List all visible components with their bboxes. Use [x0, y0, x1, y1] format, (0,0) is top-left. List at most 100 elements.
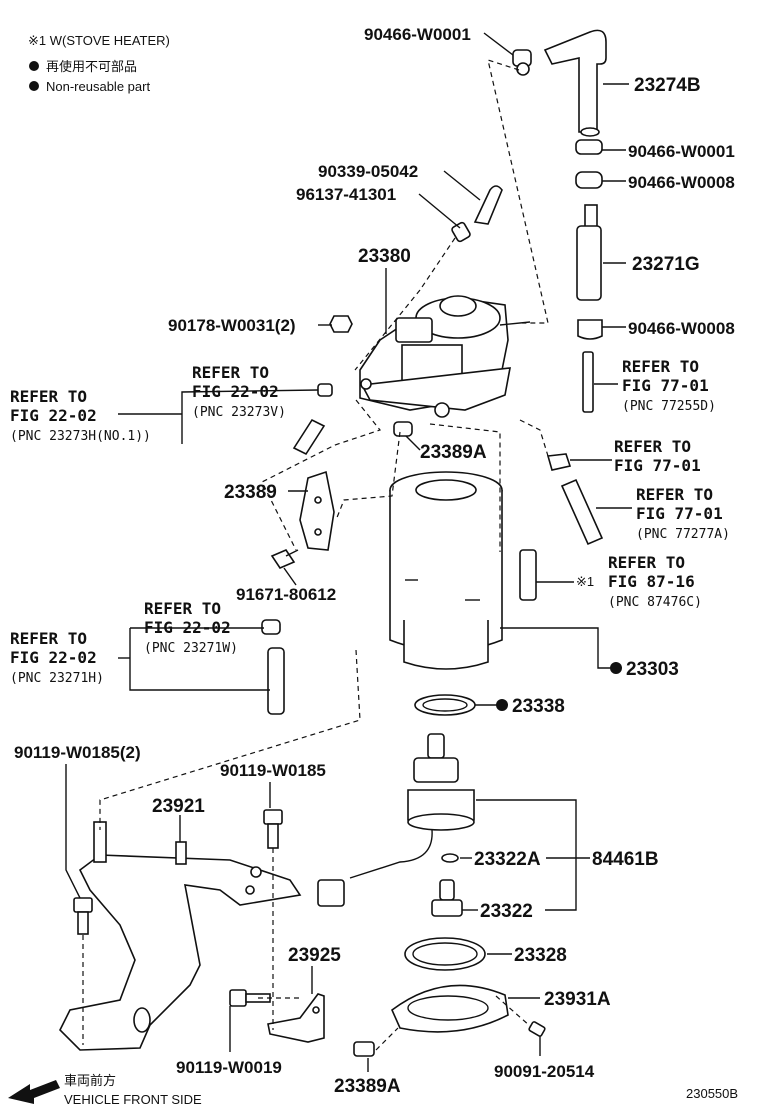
ref-87476c[interactable]: ※1 REFER TO FIG 87-16 (PNC 87476C)	[576, 553, 702, 610]
clamp-23271w[interactable]	[261, 619, 281, 635]
svg-text:FIG 22-02: FIG 22-02	[10, 648, 97, 667]
hose-77277a[interactable]	[560, 478, 604, 546]
ref-77277a[interactable]: REFER TO FIG 77-01 (PNC 77277A)	[636, 485, 730, 542]
fuel-filter-23303[interactable]	[389, 471, 503, 670]
vehicle-front-en: VEHICLE FRONT SIDE	[64, 1092, 202, 1107]
label-91671-80612[interactable]: 91671-80612	[236, 585, 336, 604]
clamp-90466-w0001-top[interactable]	[512, 49, 532, 76]
ref-77-01-clamp[interactable]: REFER TO FIG 77-01	[614, 437, 701, 475]
svg-text:FIG 22-02: FIG 22-02	[10, 406, 97, 425]
label-23389[interactable]: 23389	[224, 482, 277, 503]
hose-77255d[interactable]	[582, 351, 594, 413]
label-90178-w0031[interactable]: 90178-W0031(2)	[168, 316, 296, 335]
bracket-23389[interactable]	[299, 470, 335, 551]
label-90091-20514[interactable]: 90091-20514	[494, 1062, 595, 1081]
clamp-23389a-bottom[interactable]	[353, 1041, 375, 1057]
label-23322a[interactable]: 23322A	[474, 849, 541, 870]
svg-text:REFER TO: REFER TO	[10, 629, 87, 648]
non-reusable-dot-icon	[496, 699, 508, 711]
label-23931a[interactable]: 23931A	[544, 989, 611, 1010]
filter-head-23380[interactable]	[359, 295, 531, 418]
svg-text:REFER TO: REFER TO	[614, 437, 691, 456]
stove-heater-note: ※1 W(STOVE HEATER)	[28, 33, 170, 48]
svg-text:REFER TO: REFER TO	[622, 357, 699, 376]
label-23389a-top[interactable]: 23389A	[420, 442, 487, 463]
label-23271g[interactable]: 23271G	[632, 254, 700, 275]
hose-23271g[interactable]	[576, 204, 602, 301]
bolt-91671-80612[interactable]	[270, 549, 299, 569]
screw-90091-20514[interactable]	[528, 1021, 546, 1037]
label-23338[interactable]: 23338	[512, 696, 565, 717]
svg-text:FIG 77-01: FIG 77-01	[622, 376, 709, 395]
ref-23273h[interactable]: REFER TO FIG 22-02 (PNC 23273H(NO.1))	[10, 387, 151, 444]
o-ring-23322a[interactable]	[441, 853, 459, 863]
bolt-90119-w0185[interactable]	[263, 809, 283, 849]
svg-text:REFER TO: REFER TO	[144, 599, 221, 618]
svg-text:(PNC 23271W): (PNC 23271W)	[144, 641, 238, 656]
hose-23273h[interactable]	[292, 418, 326, 456]
hose-87476c[interactable]	[519, 549, 537, 601]
plug-90339-05042[interactable]	[473, 185, 503, 225]
ref-77255d[interactable]: REFER TO FIG 77-01 (PNC 77255D)	[622, 357, 716, 414]
label-90119-w0185[interactable]: 90119-W0185	[220, 761, 326, 780]
label-84461b[interactable]: 84461B	[592, 849, 659, 870]
svg-text:FIG 87-16: FIG 87-16	[608, 572, 695, 591]
label-23274b[interactable]: 23274B	[634, 75, 701, 96]
svg-text:FIG 77-01: FIG 77-01	[636, 504, 723, 523]
ref-23271h[interactable]: REFER TO FIG 22-02 (PNC 23271H)	[10, 629, 104, 686]
svg-text:REFER TO: REFER TO	[10, 387, 87, 406]
bracket-23925[interactable]	[267, 993, 325, 1043]
svg-text:FIG 22-02: FIG 22-02	[192, 382, 279, 401]
retainer-23931a[interactable]	[391, 984, 509, 1033]
svg-text:(PNC 87476C): (PNC 87476C)	[608, 595, 702, 610]
non-reusable-dot-icon	[29, 81, 39, 91]
non-reusable-en: Non-reusable part	[46, 79, 150, 94]
vehicle-front-jp: 車両前方	[64, 1073, 116, 1088]
svg-text:(PNC 77255D): (PNC 77255D)	[622, 399, 716, 414]
label-23322[interactable]: 23322	[480, 901, 533, 922]
clamp-77-01[interactable]	[546, 453, 572, 471]
svg-text:(PNC 23273H(NO.1)): (PNC 23273H(NO.1))	[10, 429, 151, 444]
svg-text:REFER TO: REFER TO	[608, 553, 685, 572]
sensor-84461b[interactable]	[317, 733, 475, 907]
label-90466-w0008-a[interactable]: 90466-W0008	[628, 173, 735, 192]
label-23380[interactable]: 23380	[358, 246, 411, 267]
label-23389a-bottom[interactable]: 23389A	[334, 1076, 401, 1097]
label-90119-w0185-2[interactable]: 90119-W0185(2)	[14, 743, 141, 762]
label-90466-w0001-top[interactable]: 90466-W0001	[364, 25, 471, 44]
label-90119-w0019[interactable]: 90119-W0019	[176, 1058, 282, 1077]
clamp-23273v[interactable]	[317, 383, 333, 397]
o-ring-23338[interactable]	[414, 694, 476, 716]
label-90466-w0008-b[interactable]: 90466-W0008	[628, 319, 735, 338]
clamp-90466-w0008-a[interactable]	[575, 171, 603, 189]
svg-text:REFER TO: REFER TO	[192, 363, 269, 382]
clamp-90466-w0001[interactable]	[575, 139, 603, 155]
ref-23273v[interactable]: REFER TO FIG 22-02 (PNC 23273V)	[192, 363, 286, 420]
hose-23271h[interactable]	[267, 647, 285, 715]
non-reusable-dot-icon	[610, 662, 622, 674]
label-90339-05042[interactable]: 90339-05042	[318, 162, 418, 181]
label-23921[interactable]: 23921	[152, 796, 205, 817]
label-23328[interactable]: 23328	[514, 945, 567, 966]
vehicle-front-arrow-icon	[8, 1080, 60, 1104]
bolt-90178-w0031[interactable]	[329, 315, 353, 333]
bolt-90119-w0185-2[interactable]	[73, 897, 93, 935]
switch-23322[interactable]	[431, 879, 463, 917]
figure-id: 230550B	[686, 1086, 738, 1101]
non-reusable-dot-icon	[29, 61, 39, 71]
bolt-90119-w0019[interactable]	[229, 989, 271, 1007]
svg-text:(PNC 23273V): (PNC 23273V)	[192, 405, 286, 420]
label-23303[interactable]: 23303	[626, 659, 679, 680]
label-90466-w0001[interactable]: 90466-W0001	[628, 142, 735, 161]
gasket-23328[interactable]	[404, 937, 486, 971]
label-23925[interactable]: 23925	[288, 945, 341, 966]
svg-text:FIG 77-01: FIG 77-01	[614, 456, 701, 475]
clamp-23389a-top[interactable]	[393, 421, 413, 437]
clamp-90466-w0008-b[interactable]	[577, 319, 603, 340]
bracket-23921[interactable]	[59, 821, 302, 1051]
svg-text:(PNC 77277A): (PNC 77277A)	[636, 527, 730, 542]
hose-23274b[interactable]	[543, 29, 607, 137]
label-96137-41301[interactable]: 96137-41301	[296, 185, 396, 204]
ref-23271w[interactable]: REFER TO FIG 22-02 (PNC 23271W)	[144, 599, 238, 656]
